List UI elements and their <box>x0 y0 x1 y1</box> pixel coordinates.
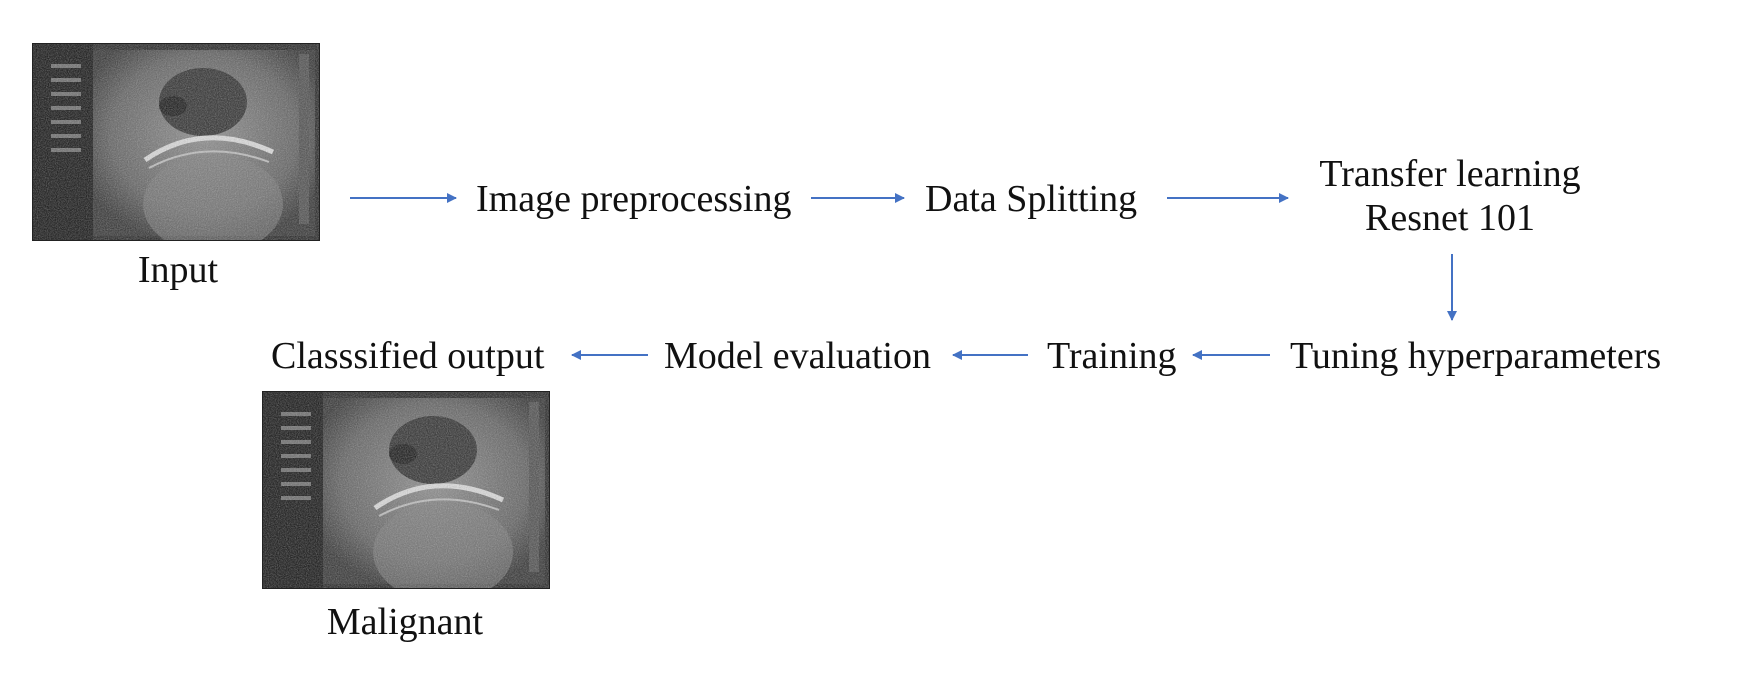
image-preprocessing-step: Image preprocessing <box>476 178 792 220</box>
classified-output-step: Classsified output <box>271 335 545 377</box>
training-step: Training <box>1047 335 1177 377</box>
transfer-learning-step: Transfer learning Resnet 101 <box>1300 152 1600 240</box>
output-ultrasound-image <box>262 391 550 589</box>
data-splitting-step: Data Splitting <box>925 178 1138 220</box>
input-ultrasound-image <box>32 43 320 241</box>
model-evaluation-step: Model evaluation <box>664 335 931 377</box>
transfer-learning-label: Transfer learning <box>1319 153 1581 195</box>
resnet-label: Resnet 101 <box>1365 197 1535 239</box>
malignant-label: Malignant <box>326 601 484 643</box>
input-label: Input <box>137 249 219 291</box>
tuning-hyperparameters-step: Tuning hyperparameters <box>1290 335 1662 377</box>
